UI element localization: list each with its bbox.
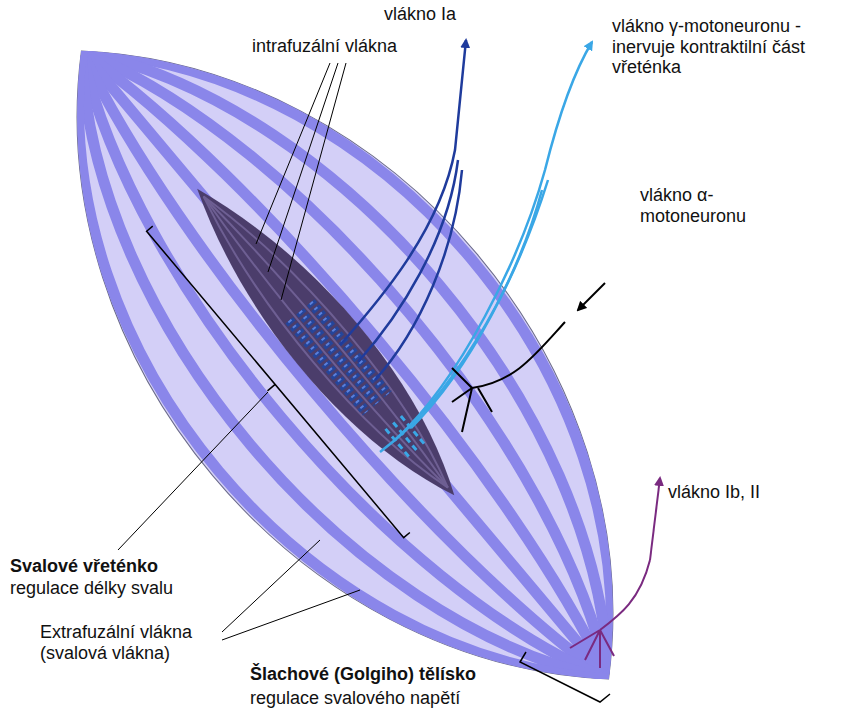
extrafusal-fibre [0,51,609,715]
part-note: regulace svalového napětí [250,688,460,709]
gamma-fibres [380,42,592,452]
ia-fibres [340,40,466,380]
extrafusal-fibres [0,0,735,715]
part-label: intrafuzální vlákna [252,36,397,57]
extrafusal-fibre [18,51,608,715]
leader-line [118,392,268,550]
coil [311,302,388,394]
gamma-endings [386,416,427,459]
muscle-outline [0,0,741,715]
intrafusal-fibres [186,182,465,502]
extrafusal-fibre [0,51,609,715]
ib-axon [600,560,650,630]
leader-line [222,540,320,632]
alpha-fibre [452,283,605,432]
alpha-arrow [578,283,605,310]
coil [289,320,366,412]
ia-fibre [375,170,462,380]
coil [300,311,377,403]
spindle-bracket [139,226,410,544]
intrafusal-fibre [198,196,448,492]
fibre-label: vlákno γ-motoneuronu - inervuje kontrakt… [612,16,852,78]
muscle-body [0,0,741,715]
annulospiral-endings [289,302,388,412]
muscle-spindle [170,166,482,519]
part-label: Extrafuzální vlákna (svalová vlákna) [40,622,220,663]
part-heading: Šlachové (Golgiho) tělísko [250,664,476,685]
golgi-endings [570,630,614,668]
fibre-label: vlákno α-motoneuronu [640,185,790,226]
motor-endplates [452,368,492,432]
ib-fibre [570,478,660,668]
leader-line [281,63,346,300]
part-note: regulace délky svalu [10,578,173,599]
leader-line [222,590,360,640]
part-heading: Svalové vřeténko [10,556,158,577]
fibre-label: vlákno Ia [384,4,456,25]
ia-fibre [340,40,466,345]
intrafusal-fibre [204,192,454,488]
extrafusal-fibre [50,51,609,706]
intrafusal-fibre [186,196,447,502]
coil [300,311,377,403]
golgi-bracket [520,652,610,702]
leader-line [268,63,338,272]
alpha-axon [472,322,565,388]
coil [311,302,388,394]
gamma-fibre [395,42,592,440]
fibre-label: vlákno Ib, II [668,482,760,503]
gamma-fibre [380,190,542,452]
ib-arrow [650,478,660,560]
coil [289,320,366,412]
leader-lines [118,63,610,702]
leader-line [256,63,330,244]
